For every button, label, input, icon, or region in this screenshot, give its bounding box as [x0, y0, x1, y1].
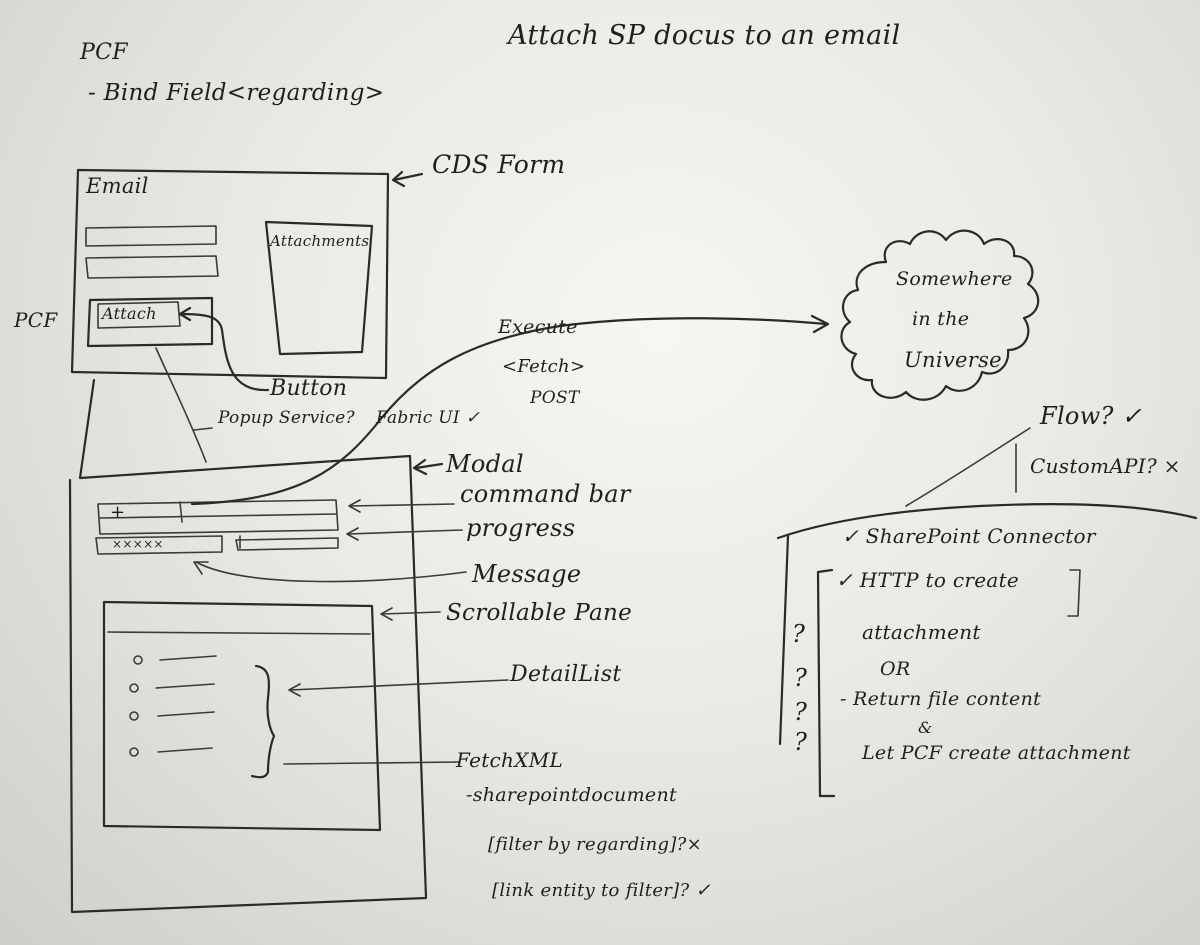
message-arrow — [193, 561, 467, 583]
flow-label: Flow? ✓ — [1040, 402, 1143, 430]
popup-service-label: Popup Service? — [218, 408, 355, 428]
custom-api-label: CustomAPI? × — [1030, 454, 1181, 478]
sp-connector-label: ✓ SharePoint Connector — [842, 524, 1096, 548]
email-field-2 — [85, 255, 219, 279]
http-bracket — [1067, 569, 1081, 617]
list-item-bullet-2 — [129, 683, 139, 693]
list-item-bullet-4 — [129, 747, 139, 757]
options-bracket — [816, 568, 836, 798]
bind-field-note: - Bind Field<regarding> — [88, 80, 385, 106]
cloud-text-3: Universe — [904, 348, 1002, 372]
command-bar-divider — [99, 501, 337, 523]
list-brace — [250, 664, 276, 779]
execute-label: Execute — [498, 316, 578, 338]
command-bar-arrow — [348, 499, 455, 513]
http-create-label: ✓ HTTP to create — [836, 568, 1020, 592]
let-pcf-label: Let PCF create attachment — [862, 742, 1131, 764]
flow-link-left — [905, 427, 1031, 507]
button-label: Button — [270, 376, 348, 401]
execute-arrow — [190, 314, 830, 506]
pcf-side-label: PCF — [14, 308, 58, 332]
question-mark-2: ? — [794, 664, 808, 692]
attachments-label: Attachments — [270, 232, 370, 250]
fabric-ui-label: Fabric UI ✓ — [376, 408, 481, 428]
cloud-shape — [840, 229, 1040, 401]
attachments-box — [264, 220, 374, 356]
cloud-text-2: in the — [912, 308, 970, 330]
question-mark-3: ? — [794, 698, 808, 726]
email-form-outline — [70, 168, 390, 380]
plus-icon: + — [110, 502, 126, 523]
message-label: Message — [472, 560, 582, 588]
link-entity-label: [link entity to filter]? ✓ — [492, 880, 711, 901]
button-arrow — [178, 306, 270, 392]
connector-box-left — [778, 534, 790, 746]
fetchxml-line — [283, 761, 461, 765]
progress-arrow — [346, 527, 463, 541]
list-item-line-2 — [155, 683, 215, 689]
question-mark-4: ? — [794, 728, 808, 756]
email-label: Email — [86, 174, 149, 198]
command-bar-box — [97, 499, 339, 535]
list-item-line-1 — [159, 655, 217, 661]
filter-regarding-label: [filter by regarding]?× — [488, 834, 702, 855]
modal-arrow — [412, 458, 444, 476]
attach-inner-box — [97, 301, 181, 329]
command-bar-label: command bar — [460, 480, 631, 508]
cloud-text-1: Somewhere — [896, 268, 1013, 290]
email-field-1 — [85, 225, 217, 247]
question-mark-1: ? — [792, 620, 806, 648]
cds-form-arrow — [391, 170, 424, 188]
progress-label: progress — [466, 514, 576, 542]
progress-bar — [235, 535, 339, 551]
scrollable-pane-arrow — [380, 607, 441, 621]
stars-placeholder: ××××× — [112, 537, 164, 551]
fetch-label: <Fetch> — [502, 356, 586, 377]
modal-label: Modal — [446, 450, 524, 478]
popup-arrow — [155, 347, 213, 463]
list-item-line-3 — [157, 711, 215, 717]
and-label: & — [918, 718, 933, 737]
scrollable-pane-header — [107, 631, 371, 635]
detail-list-arrow — [288, 679, 509, 697]
pcf-heading: PCF — [80, 40, 128, 65]
scrollable-pane-box — [102, 600, 382, 832]
connector-box — [776, 503, 1198, 540]
sharepoint-document-label: -sharepointdocument — [466, 784, 677, 806]
or-label: OR — [880, 658, 911, 680]
list-item-line-4 — [157, 747, 213, 753]
post-label: POST — [530, 388, 580, 408]
fetchxml-label: FetchXML — [456, 748, 564, 772]
list-item-bullet-3 — [129, 711, 139, 721]
modal-outline — [68, 378, 428, 914]
list-item-bullet-1 — [133, 655, 143, 665]
diagram-title: Attach SP docus to an email — [508, 20, 901, 51]
attachment-label: attachment — [862, 620, 981, 644]
scrollable-pane-label: Scrollable Pane — [446, 600, 632, 626]
progress-box — [95, 535, 223, 555]
attach-button-box — [86, 296, 214, 348]
detail-list-label: DetailList — [510, 662, 622, 687]
attach-label: Attach — [102, 304, 157, 323]
return-file-label: - Return file content — [840, 688, 1042, 710]
cds-form-label: CDS Form — [432, 150, 566, 179]
